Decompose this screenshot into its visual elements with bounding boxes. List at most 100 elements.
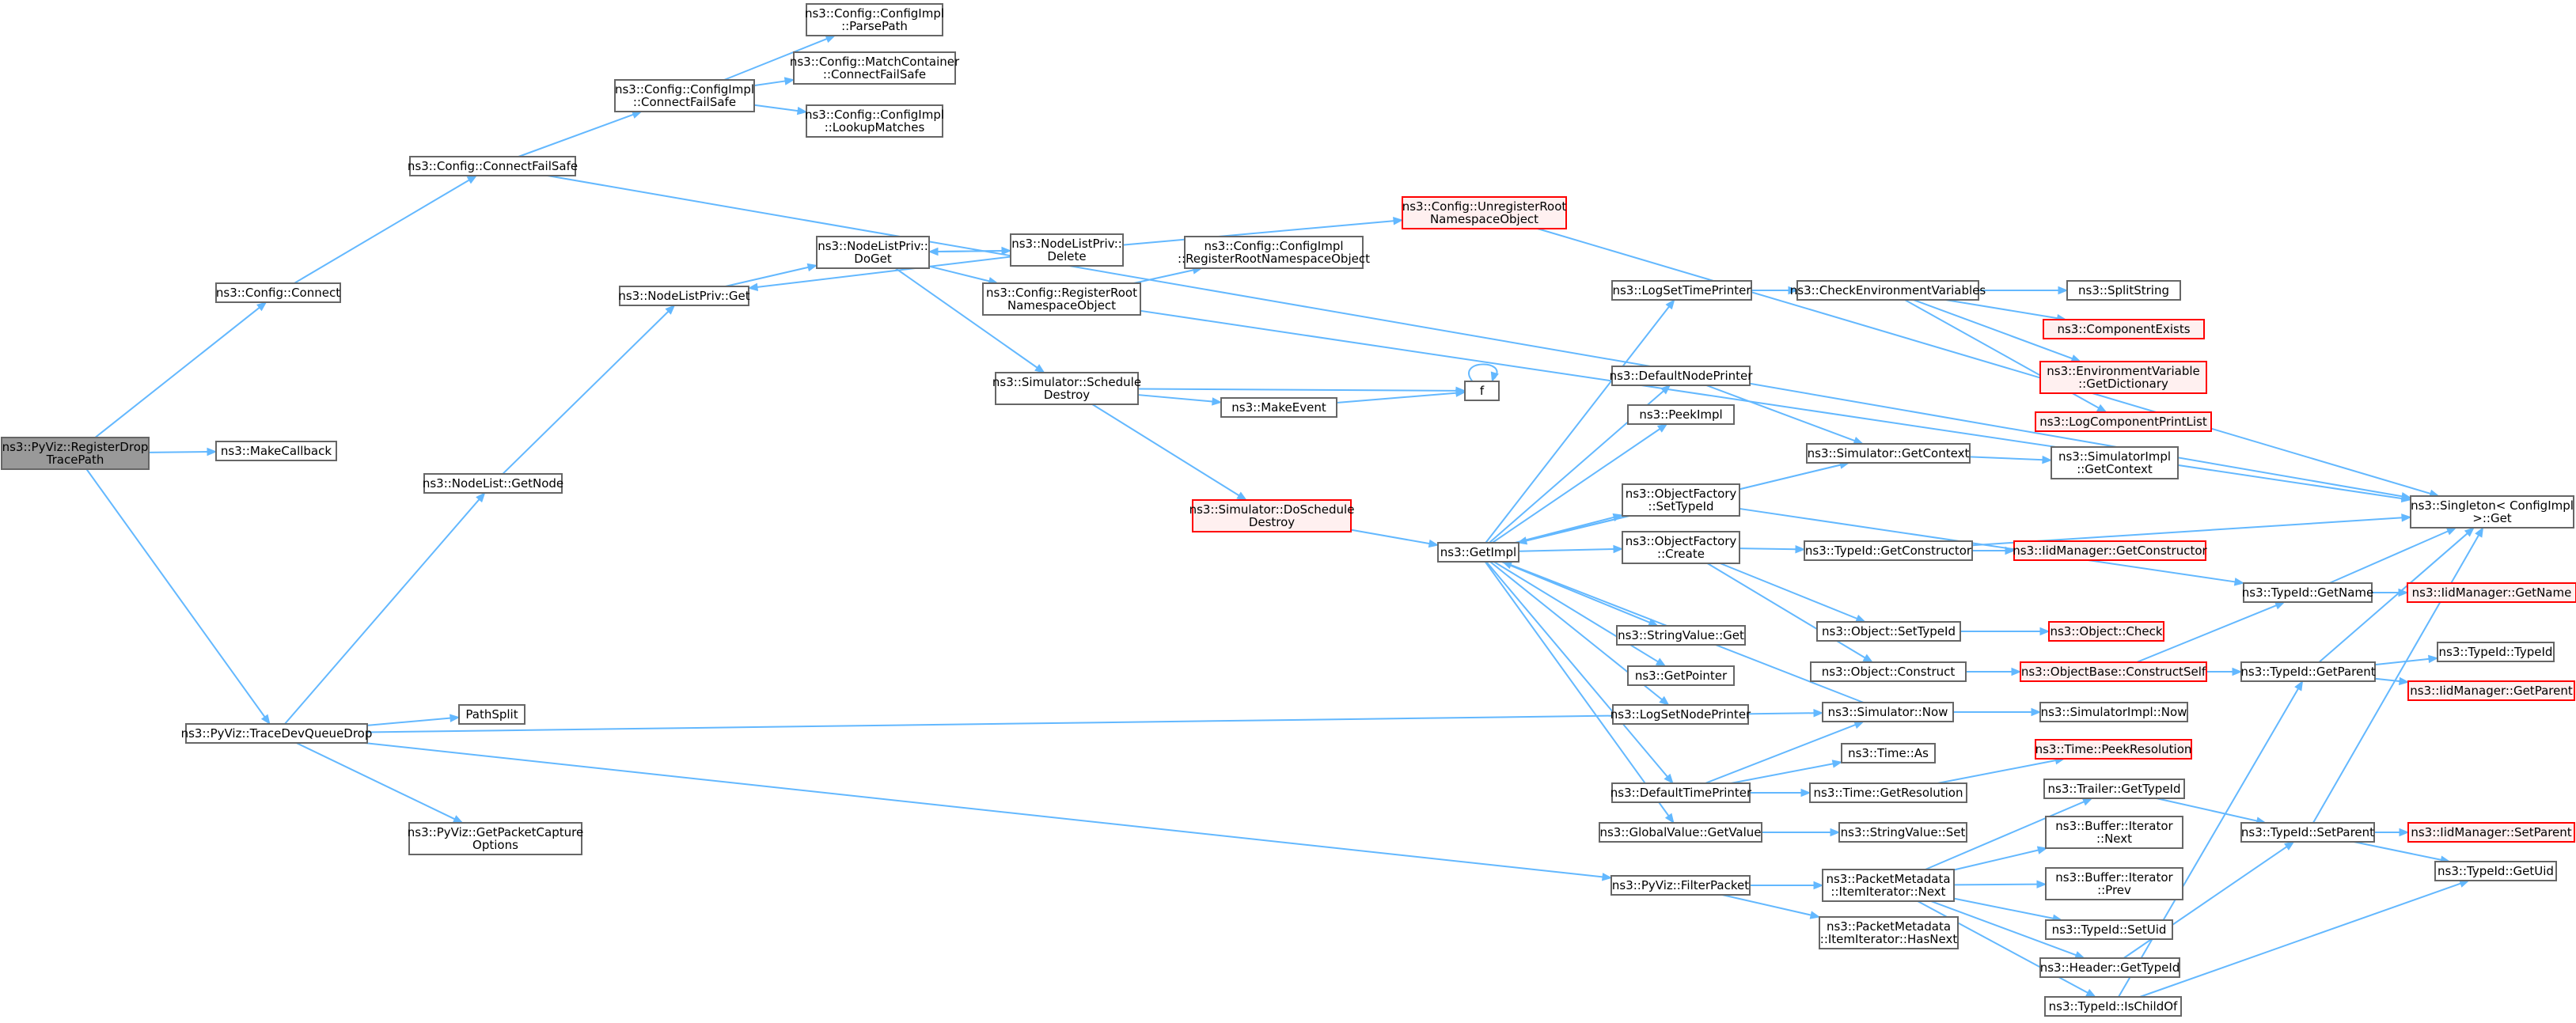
- node-timeAs[interactable]: ns3::Time::As: [1841, 743, 1936, 763]
- node-makeEvent[interactable]: ns3::MakeEvent: [1220, 397, 1337, 418]
- node-implParsePath[interactable]: ns3::Config::ConfigImpl::ParsePath: [805, 3, 944, 36]
- node-box[interactable]: [1822, 869, 1955, 902]
- node-nodeListPrivGet[interactable]: ns3::NodeListPriv::Get: [618, 286, 750, 306]
- node-nodeListGetNode[interactable]: ns3::NodeList::GetNode: [423, 473, 563, 494]
- node-box[interactable]: [2043, 319, 2205, 339]
- node-configConnect[interactable]: ns3::Config::Connect: [215, 282, 341, 303]
- node-objFactoryCreate[interactable]: ns3::ObjectFactory::Create: [1622, 531, 1740, 564]
- node-makeCallback[interactable]: ns3::MakeCallback: [215, 441, 337, 461]
- node-box[interactable]: [2407, 582, 2576, 603]
- node-box[interactable]: [1616, 625, 1746, 646]
- node-box[interactable]: [1804, 540, 1973, 561]
- node-box[interactable]: [1611, 280, 1752, 301]
- node-box[interactable]: [423, 473, 563, 494]
- node-simNow[interactable]: ns3::Simulator::Now: [1822, 702, 1954, 722]
- node-box[interactable]: [1611, 782, 1751, 803]
- node-box[interactable]: [2434, 861, 2557, 881]
- node-iidGetConstructor[interactable]: ns3::IidManager::GetConstructor: [2013, 540, 2208, 561]
- node-splitString[interactable]: ns3::SplitString: [2066, 280, 2181, 301]
- node-simImplNow[interactable]: ns3::SimulatorImpl::Now: [2039, 702, 2188, 722]
- node-stringValueSet[interactable]: ns3::StringValue::Set: [1838, 822, 1967, 843]
- node-box[interactable]: [1819, 916, 1959, 949]
- node-objectConstruct[interactable]: ns3::Object::Construct: [1810, 661, 1967, 682]
- node-box[interactable]: [1402, 196, 1567, 229]
- node-matchConnectFailSafe[interactable]: ns3::Config::MatchContainer::ConnectFail…: [790, 51, 960, 85]
- node-box[interactable]: [1, 437, 150, 470]
- node-simImplGetContext[interactable]: ns3::SimulatorImpl::GetContext: [2051, 446, 2179, 479]
- node-f[interactable]: f: [1464, 381, 1500, 401]
- node-box[interactable]: [982, 282, 1141, 316]
- node-box[interactable]: [1437, 542, 1519, 563]
- node-implConnectFailSafe[interactable]: ns3::Config::ConfigImpl::ConnectFailSafe: [614, 79, 755, 112]
- node-box[interactable]: [1806, 443, 1971, 464]
- node-box[interactable]: [215, 282, 341, 303]
- node-implLookupMatches[interactable]: ns3::Config::ConfigImpl::LookupMatches: [805, 104, 944, 138]
- node-box[interactable]: [2020, 661, 2207, 682]
- node-box[interactable]: [614, 79, 755, 112]
- node-typeIdGetParent[interactable]: ns3::TypeId::GetParent: [2240, 661, 2376, 682]
- node-pmItemIterNext[interactable]: ns3::PacketMetadata::ItemIterator::Next: [1822, 869, 1955, 902]
- node-box[interactable]: [2045, 919, 2173, 940]
- node-box[interactable]: [806, 3, 943, 36]
- node-logSetTimePrinter[interactable]: ns3::LogSetTimePrinter: [1611, 280, 1752, 301]
- node-typeIdIsChildOf[interactable]: ns3::TypeId::IsChildOf: [2044, 996, 2182, 1017]
- node-box[interactable]: [2240, 822, 2375, 843]
- node-box[interactable]: [2410, 495, 2574, 529]
- node-nodeListPrivDoGet[interactable]: ns3::NodeListPriv::DoGet: [816, 236, 930, 269]
- node-globalValueGetValue[interactable]: ns3::GlobalValue::GetValue: [1599, 822, 1762, 843]
- node-box[interactable]: [2407, 822, 2575, 843]
- node-box[interactable]: [185, 723, 368, 744]
- node-iidGetParent[interactable]: ns3::IidManager::GetParent: [2407, 680, 2575, 701]
- node-typeIdSetParent[interactable]: ns3::TypeId::SetParent: [2240, 822, 2375, 843]
- node-box[interactable]: [1809, 782, 1967, 803]
- node-defaultNodePrinter[interactable]: ns3::DefaultNodePrinter: [1610, 366, 1754, 386]
- node-box[interactable]: [2051, 446, 2179, 479]
- node-box[interactable]: [2013, 540, 2206, 561]
- node-singletonGet[interactable]: ns3::Singleton< ConfigImpl>::Get: [2410, 495, 2574, 529]
- node-trailerGetTypeId[interactable]: ns3::Trailer::GetTypeId: [2043, 779, 2185, 799]
- node-box[interactable]: [2407, 680, 2575, 701]
- node-box[interactable]: [2048, 621, 2164, 642]
- node-typeIdTypeId[interactable]: ns3::TypeId::TypeId: [2437, 642, 2555, 662]
- node-pathSplit[interactable]: PathSplit: [458, 704, 525, 725]
- node-nodeListPrivDelete[interactable]: ns3::NodeListPriv::Delete: [1010, 233, 1124, 267]
- node-box[interactable]: [1612, 704, 1749, 725]
- node-iidGetName[interactable]: ns3::IidManager::GetName: [2407, 582, 2576, 603]
- node-componentExists[interactable]: ns3::ComponentExists: [2043, 319, 2205, 339]
- node-box[interactable]: [816, 236, 930, 269]
- node-box[interactable]: [793, 51, 956, 85]
- node-checkEnvVars[interactable]: ns3::CheckEnvironmentVariables: [1790, 280, 1986, 301]
- node-box[interactable]: [1192, 499, 1352, 532]
- node-box[interactable]: [1610, 875, 1751, 896]
- node-box[interactable]: [806, 104, 943, 138]
- node-box[interactable]: [2045, 867, 2183, 900]
- node-box[interactable]: [2039, 361, 2207, 394]
- node-timeGetResolution[interactable]: ns3::Time::GetResolution: [1809, 782, 1967, 803]
- node-box[interactable]: [1810, 661, 1967, 682]
- node-box[interactable]: [2066, 280, 2181, 301]
- node-box[interactable]: [2039, 702, 2188, 722]
- node-box[interactable]: [2044, 996, 2182, 1017]
- node-box[interactable]: [1822, 702, 1954, 722]
- node-box[interactable]: [215, 441, 337, 461]
- node-box[interactable]: [1627, 665, 1735, 686]
- node-box[interactable]: [2035, 739, 2192, 760]
- node-bufferIterNext[interactable]: ns3::Buffer::Iterator::Next: [2045, 816, 2183, 849]
- node-box[interactable]: [1599, 822, 1762, 843]
- node-box[interactable]: [408, 822, 582, 855]
- node-box[interactable]: [619, 286, 749, 306]
- node-box[interactable]: [2243, 582, 2373, 603]
- node-configConnectFailSafe[interactable]: ns3::Config::ConnectFailSafe: [408, 156, 578, 176]
- node-box[interactable]: [1010, 233, 1124, 267]
- node-filterPacket[interactable]: ns3::PyViz::FilterPacket: [1610, 875, 1751, 896]
- node-box[interactable]: [1184, 236, 1364, 269]
- node-box[interactable]: [2437, 642, 2555, 662]
- node-logSetNodePrinter[interactable]: ns3::LogSetNodePrinter: [1610, 704, 1751, 725]
- node-implRegisterRootNs[interactable]: ns3::Config::ConfigImpl::RegisterRootNam…: [1178, 236, 1370, 269]
- node-box[interactable]: [458, 704, 525, 725]
- node-typeIdGetConstructor[interactable]: ns3::TypeId::GetConstructor: [1804, 540, 1973, 561]
- node-logComponentPrintList[interactable]: ns3::LogComponentPrintList: [2035, 411, 2212, 432]
